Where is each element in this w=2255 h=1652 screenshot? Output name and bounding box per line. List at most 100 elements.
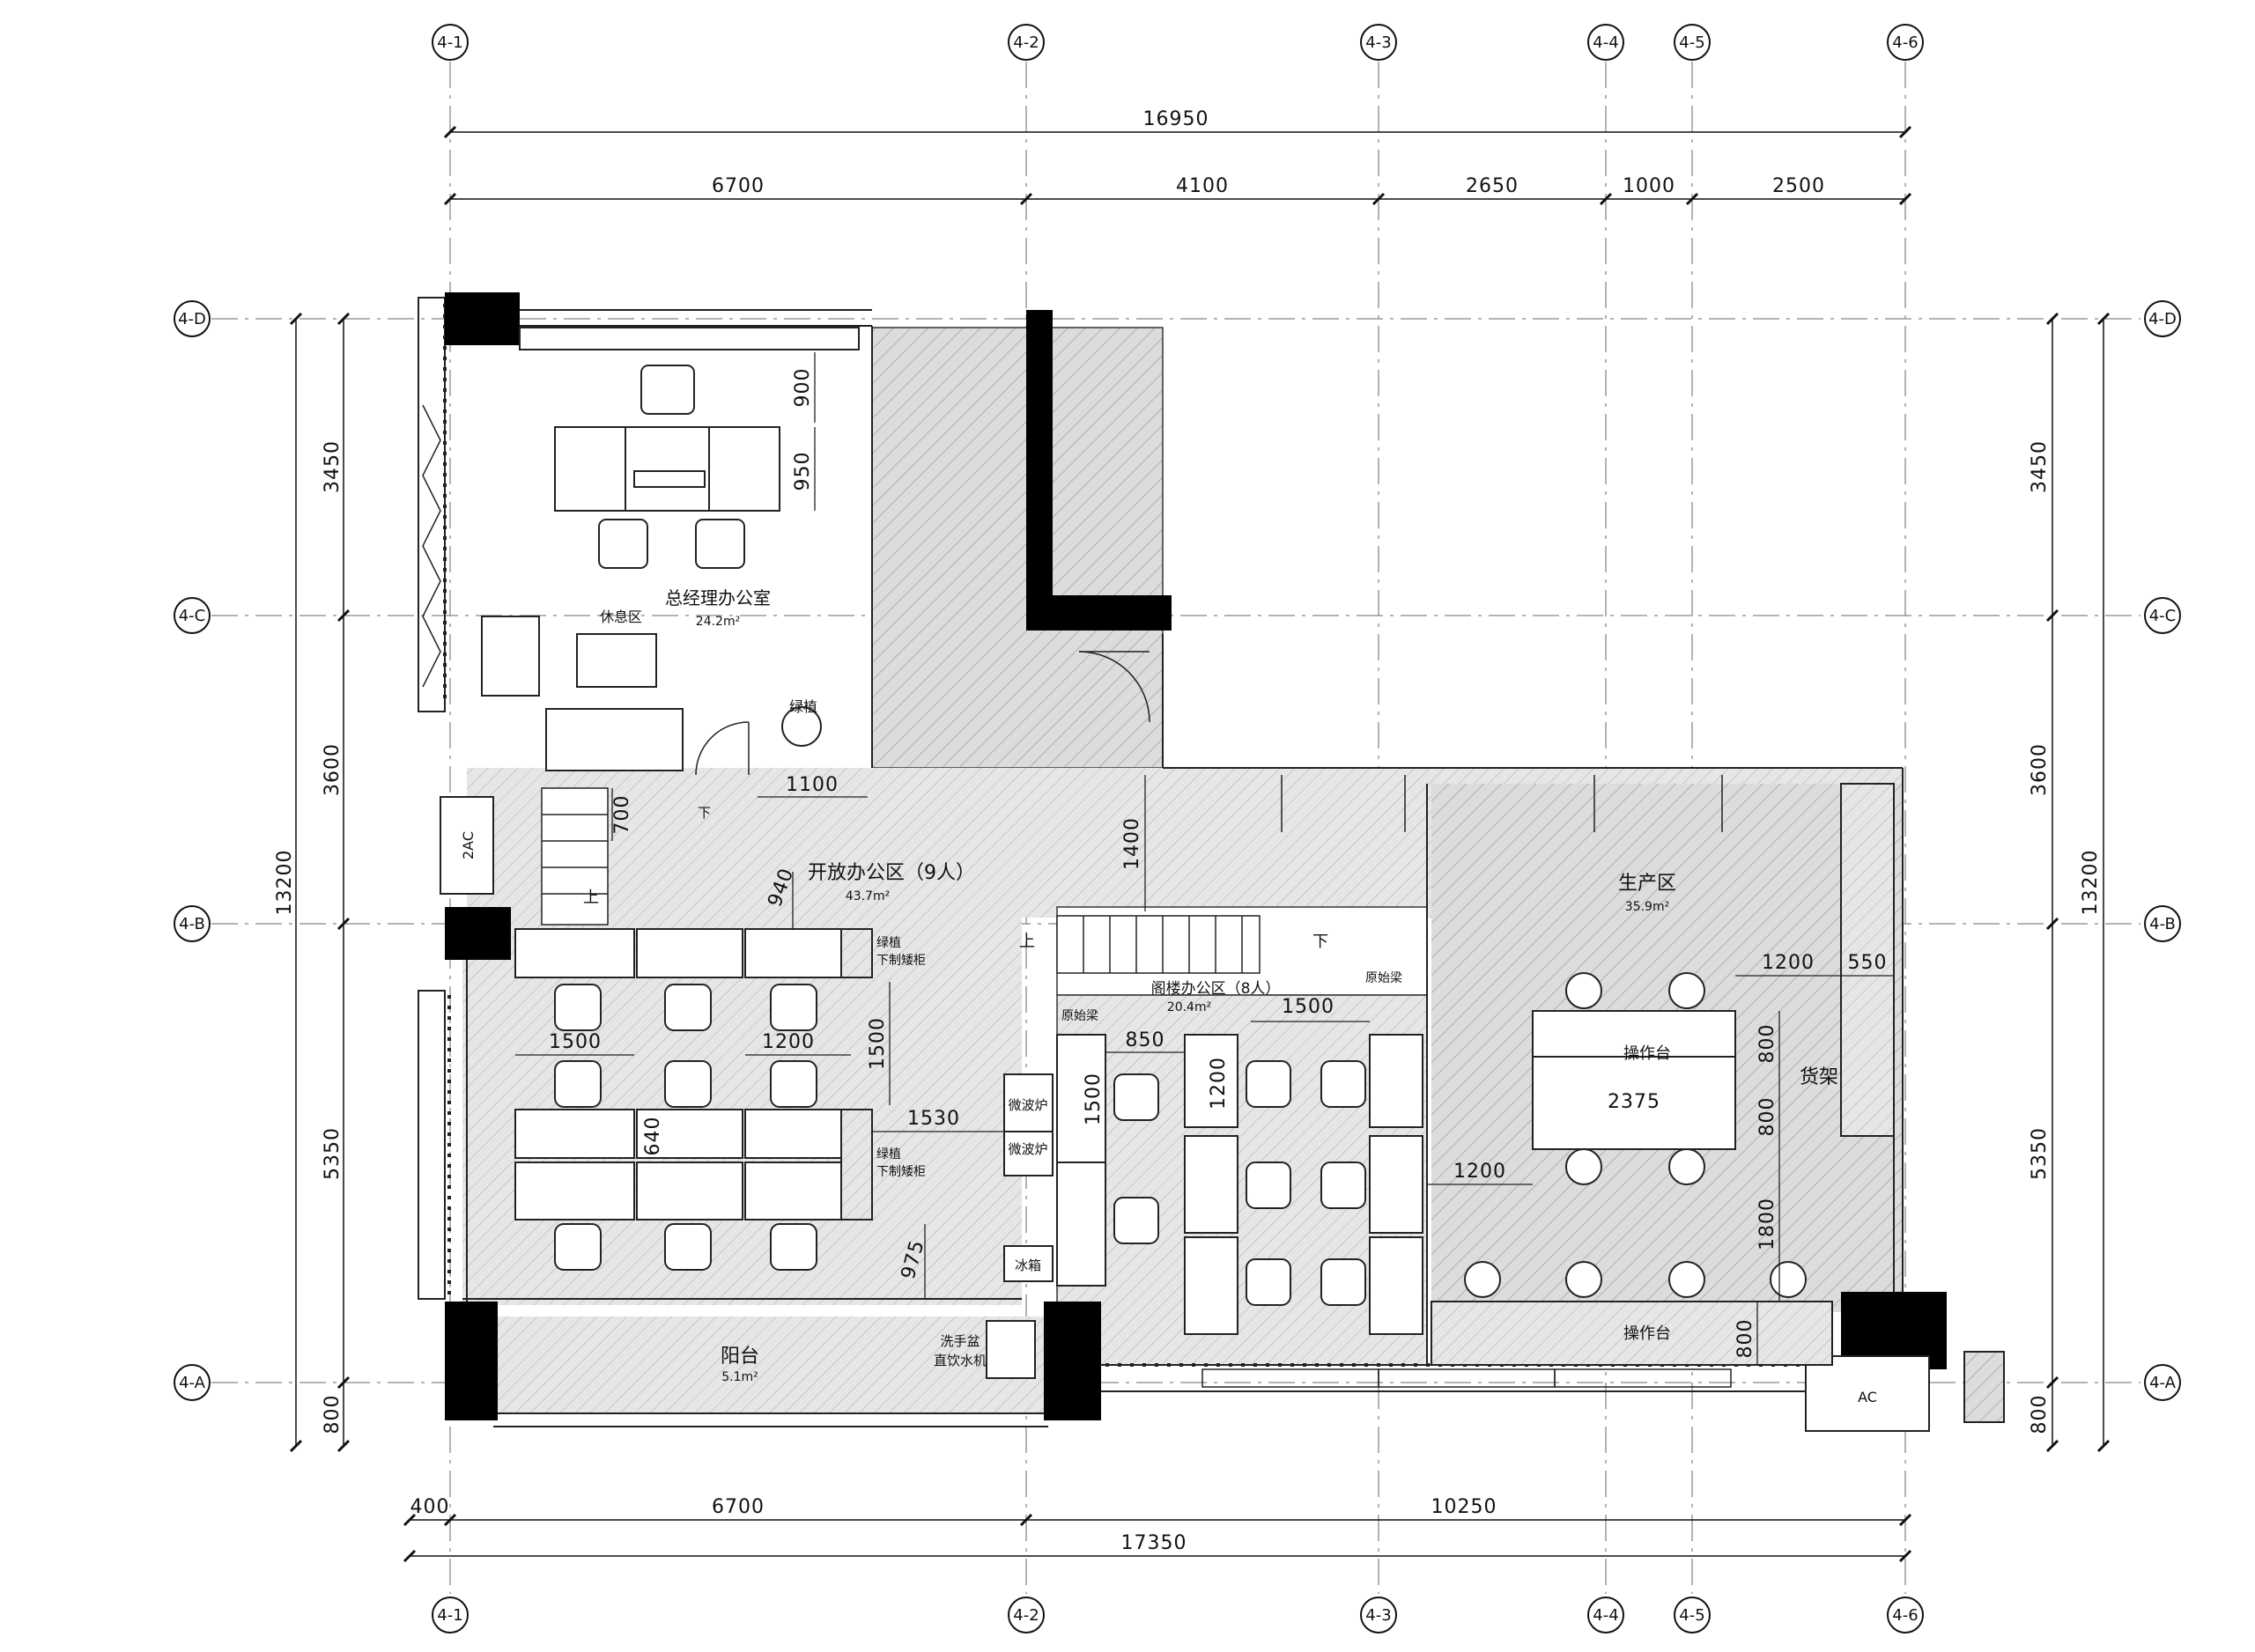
loft-desks [1056, 1034, 1423, 1335]
grid-bubbles-top: 4-1 4-2 4-3 4-4 4-5 4-6 [432, 24, 1924, 61]
dim-inner-1400: 1400 [1121, 817, 1143, 870]
dim-inner-1200c: 1200 [1453, 1161, 1506, 1183]
dim-right-overall: 13200 [2080, 850, 2102, 916]
grid-bubble-4-B-right: 4-B [2144, 905, 2181, 942]
ac-units [440, 796, 2005, 1432]
grid-bubble-4-5-bottom: 4-5 [1674, 1597, 1711, 1634]
dim-bottom-overall: 17350 [1121, 1532, 1187, 1554]
dim-inner-1200d: 1200 [1762, 952, 1815, 974]
svg-text:4-3: 4-3 [1365, 1606, 1391, 1625]
room-label-balcony: 阳台 [721, 1346, 759, 1368]
dim-inner-850: 850 [1126, 1029, 1165, 1051]
dim-inner-800c: 800 [1734, 1319, 1756, 1359]
room-area-balcony: 5.1m² [721, 1370, 758, 1384]
grid-bubble-4-1-top: 4-1 [432, 24, 469, 61]
dim-inner-1500b: 1500 [867, 1017, 889, 1070]
room-label-open-office: 开放办公区（9人） [808, 862, 975, 884]
grid-bubble-4-D-left: 4-D [174, 300, 211, 337]
dim-left-seg-2: 3600 [322, 743, 344, 796]
svg-text:4-A: 4-A [179, 1374, 206, 1392]
production-furniture [1431, 783, 1895, 1366]
label-plant-cabinet-1b: 下制矮柜 [876, 954, 926, 968]
dim-inner-900: 900 [792, 368, 814, 408]
svg-text:4-B: 4-B [179, 915, 205, 933]
svg-text:4-6: 4-6 [1892, 33, 1918, 52]
room-area-gm-office: 24.2m² [696, 615, 740, 629]
grid-bubbles-bottom: 4-1 4-2 4-3 4-4 4-5 4-6 [432, 1597, 1924, 1634]
dim-top-seg-1: 6700 [712, 175, 765, 197]
grid-bubble-4-4-top: 4-4 [1587, 24, 1624, 61]
dim-inner-1500a: 1500 [549, 1031, 602, 1053]
label-microwave-2: 微波炉 [1008, 1141, 1047, 1157]
dim-inner-1100: 1100 [786, 774, 839, 796]
label-sink: 洗手盆 [940, 1333, 980, 1349]
grid-bubble-4-4-bottom: 4-4 [1587, 1597, 1624, 1634]
dim-top-seg-4: 1000 [1623, 175, 1675, 197]
dim-inner-1530: 1530 [907, 1108, 960, 1130]
grid-bubble-4-B-left: 4-B [174, 905, 211, 942]
dim-inner-1500c: 1500 [1083, 1073, 1105, 1125]
dim-left-seg-3: 5350 [322, 1127, 344, 1180]
dim-right-seg-1: 3450 [2029, 440, 2051, 493]
dim-bottom-seg-2: 6700 [712, 1496, 765, 1518]
svg-text:4-4: 4-4 [1593, 1606, 1618, 1625]
gm-office-furniture [481, 327, 860, 771]
room-area-open-office: 43.7m² [846, 889, 890, 903]
dim-top-seg-5: 2500 [1772, 175, 1825, 197]
inner-dimension-lines [515, 352, 1894, 1365]
label-stair-down-1: 下 [698, 805, 711, 821]
label-workbench-2: 操作台 [1623, 1324, 1671, 1343]
grid-bubble-4-3-bottom: 4-3 [1360, 1597, 1397, 1634]
dim-top-overall: 16950 [1143, 108, 1209, 130]
dimension-top [443, 125, 1912, 206]
label-plant-cabinet-2b: 下制矮柜 [876, 1165, 926, 1179]
grid-bubble-4-6-top: 4-6 [1887, 24, 1924, 61]
dimension-left [289, 312, 351, 1453]
room-label-production: 生产区 [1618, 873, 1676, 895]
label-shelf: 货架 [1800, 1066, 1838, 1088]
dim-inner-1200a: 1200 [762, 1031, 815, 1053]
dim-left-seg-1: 3450 [322, 440, 344, 493]
svg-text:4-6: 4-6 [1892, 1606, 1918, 1625]
dimension-right [2045, 312, 2111, 1453]
svg-text:4-5: 4-5 [1679, 1606, 1704, 1625]
label-plant-gm: 绿植 [789, 698, 817, 715]
label-plant-cabinet-1a: 绿植 [876, 936, 901, 950]
dim-left-seg-4: 800 [322, 1395, 344, 1434]
dim-top-seg-3: 2650 [1466, 175, 1519, 197]
grid-bubble-4-D-right: 4-D [2144, 300, 2181, 337]
dim-right-seg-4: 800 [2029, 1395, 2051, 1434]
svg-text:4-B: 4-B [2149, 915, 2176, 933]
svg-text:4-A: 4-A [2149, 1374, 2177, 1392]
grid-bubble-4-C-left: 4-C [174, 597, 211, 634]
room-label-gm-office: 总经理办公室 [665, 587, 771, 608]
grid-bubble-4-C-right: 4-C [2144, 597, 2181, 634]
label-ac-2: AC [1858, 1389, 1877, 1405]
room-label-loft-office: 阁楼办公区（8人） [1151, 980, 1281, 998]
dim-left-overall: 13200 [274, 850, 296, 916]
room-label-lounge: 休息区 [600, 608, 642, 625]
svg-text:4-3: 4-3 [1365, 33, 1391, 52]
label-fridge: 冰箱 [1015, 1257, 1041, 1273]
grid-bubble-4-1-bottom: 4-1 [432, 1597, 469, 1634]
svg-text:4-1: 4-1 [437, 33, 462, 52]
label-stair-down-2: 下 [1312, 933, 1328, 951]
svg-text:4-C: 4-C [2149, 607, 2177, 625]
svg-text:4-D: 4-D [178, 310, 206, 328]
svg-text:4-5: 4-5 [1679, 33, 1704, 52]
svg-text:4-D: 4-D [2148, 310, 2177, 328]
label-ac-1: 2AC [460, 831, 477, 859]
label-microwave-1: 微波炉 [1008, 1097, 1047, 1113]
grid-bubble-4-2-bottom: 4-2 [1008, 1597, 1045, 1634]
dim-inner-800a: 800 [1756, 1024, 1778, 1064]
label-stair-up-2: 上 [1019, 933, 1035, 951]
dim-bottom-seg-1: 400 [410, 1496, 450, 1518]
grid-bubble-4-3-top: 4-3 [1360, 24, 1397, 61]
label-plant-cabinet-2a: 绿植 [876, 1147, 901, 1162]
dim-right-seg-3: 5350 [2029, 1127, 2051, 1180]
dim-right-seg-2: 3600 [2029, 743, 2051, 796]
dim-inner-640: 640 [642, 1117, 664, 1156]
dim-inner-700: 700 [611, 795, 633, 835]
dim-inner-800b: 800 [1756, 1097, 1778, 1137]
